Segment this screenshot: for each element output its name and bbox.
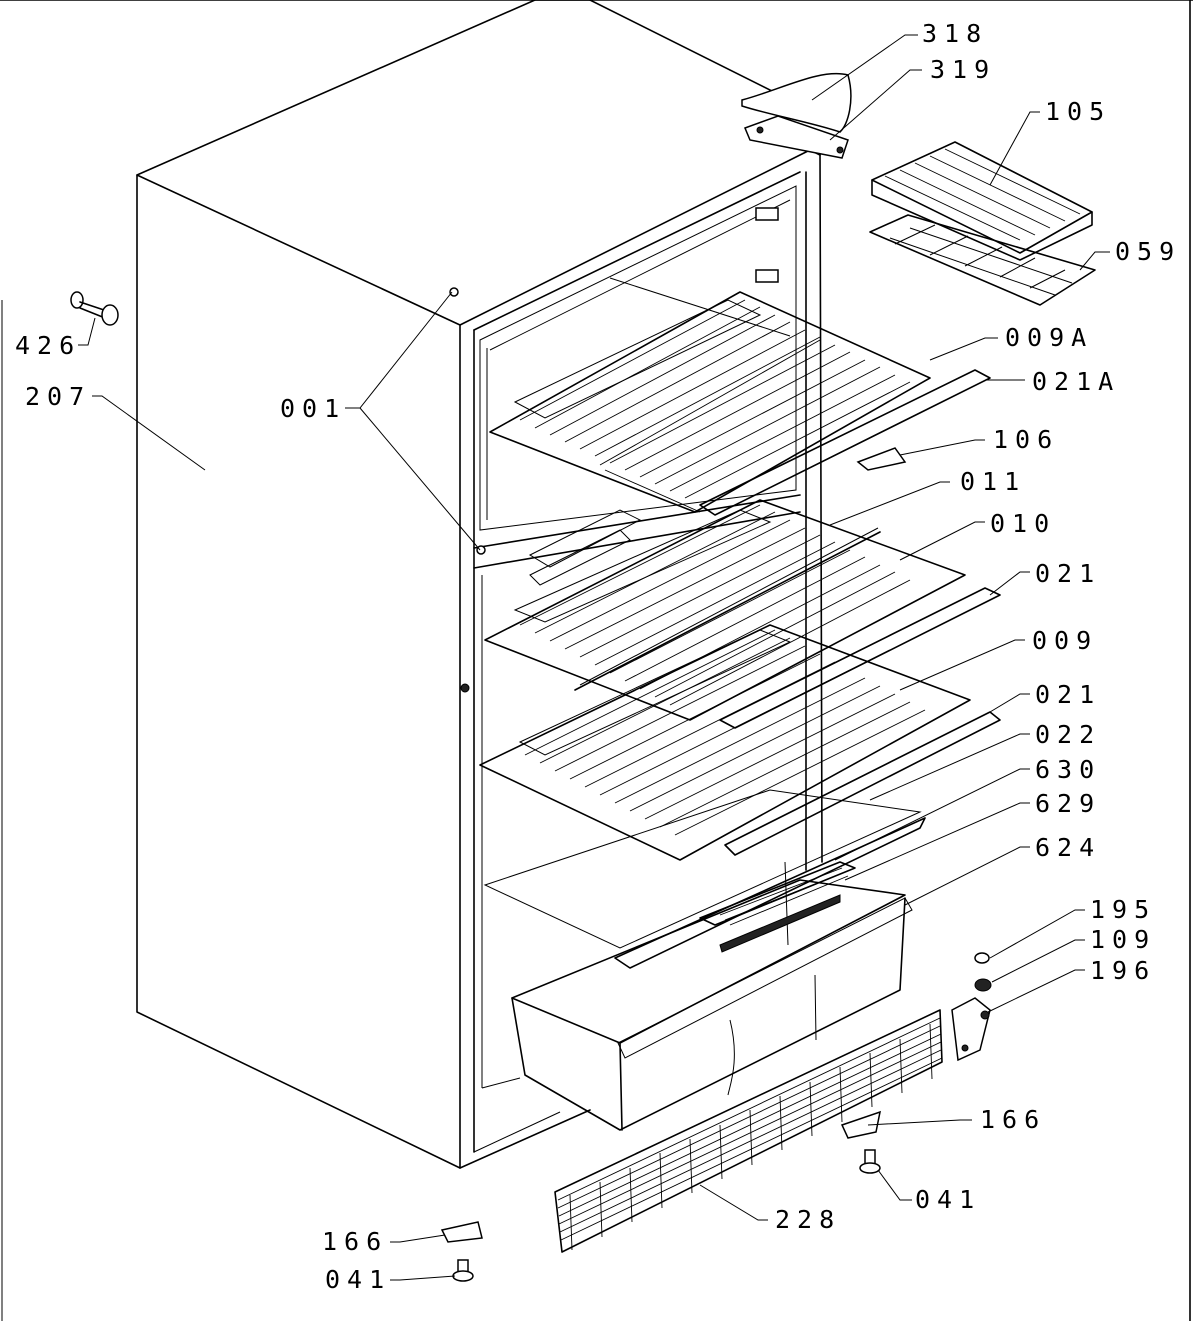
bracket-166-right	[840, 1110, 881, 1139]
label-426: 426	[15, 331, 81, 360]
label-318: 318	[922, 19, 988, 48]
label-022: 022	[1035, 720, 1101, 749]
crisper-cover-022	[483, 789, 922, 949]
label-001: 001	[280, 394, 346, 423]
shelf-trim-021-upper	[719, 587, 1001, 729]
label-629: 629	[1035, 789, 1101, 818]
label-021-lower: 021	[1035, 680, 1101, 709]
humidity-slider-629	[699, 861, 856, 953]
crisper-frame-630	[614, 817, 926, 969]
label-009A: 009A	[1005, 323, 1093, 352]
label-059: 059	[1115, 237, 1181, 266]
label-319: 319	[930, 55, 996, 84]
top-hinge-319	[744, 115, 849, 159]
label-041-left: 041	[325, 1265, 391, 1294]
label-624: 624	[1035, 833, 1101, 862]
shelf-trim-021A	[699, 369, 991, 516]
label-041-right: 041	[915, 1185, 981, 1214]
shelf-trim-021-lower	[724, 711, 1001, 856]
thermostat-knob-426	[70, 291, 119, 326]
toe-grille-228	[554, 1009, 943, 1253]
label-166-left: 166	[322, 1227, 388, 1256]
label-010: 010	[990, 509, 1056, 538]
label-021A: 021A	[1032, 367, 1120, 396]
label-166-right: 166	[980, 1105, 1046, 1134]
label-195: 195	[1090, 895, 1156, 924]
freezer-shelf-009A	[489, 291, 931, 513]
part-labels: 318 319 105 059 009A 021A 106 011 010 02…	[15, 19, 1181, 1294]
label-106: 106	[993, 425, 1059, 454]
clip-106	[856, 447, 907, 471]
ice-tray-059	[869, 214, 1096, 306]
fresh-shelf-010	[484, 499, 966, 721]
label-207: 207	[25, 382, 91, 411]
leader-lines	[78, 34, 1110, 1281]
leveling-foot-041-left	[452, 1259, 474, 1282]
spacer-109	[974, 978, 992, 992]
leveling-foot-041-right	[859, 1149, 881, 1174]
label-009: 009	[1032, 626, 1098, 655]
ice-tray-cover-105	[871, 141, 1093, 261]
fresh-shelf-009	[479, 624, 971, 861]
bottom-hinge-196	[951, 997, 991, 1062]
label-630: 630	[1035, 755, 1101, 784]
label-196: 196	[1090, 956, 1156, 985]
label-021-upper: 021	[1035, 559, 1101, 588]
label-228: 228	[775, 1205, 841, 1234]
bracket-166-left	[440, 1221, 483, 1243]
label-105: 105	[1045, 97, 1111, 126]
label-109: 109	[1090, 925, 1156, 954]
crisper-drawer-624	[511, 879, 913, 1131]
label-011: 011	[960, 467, 1026, 496]
washer-195	[974, 952, 990, 964]
cabinet-207	[136, 0, 823, 1169]
